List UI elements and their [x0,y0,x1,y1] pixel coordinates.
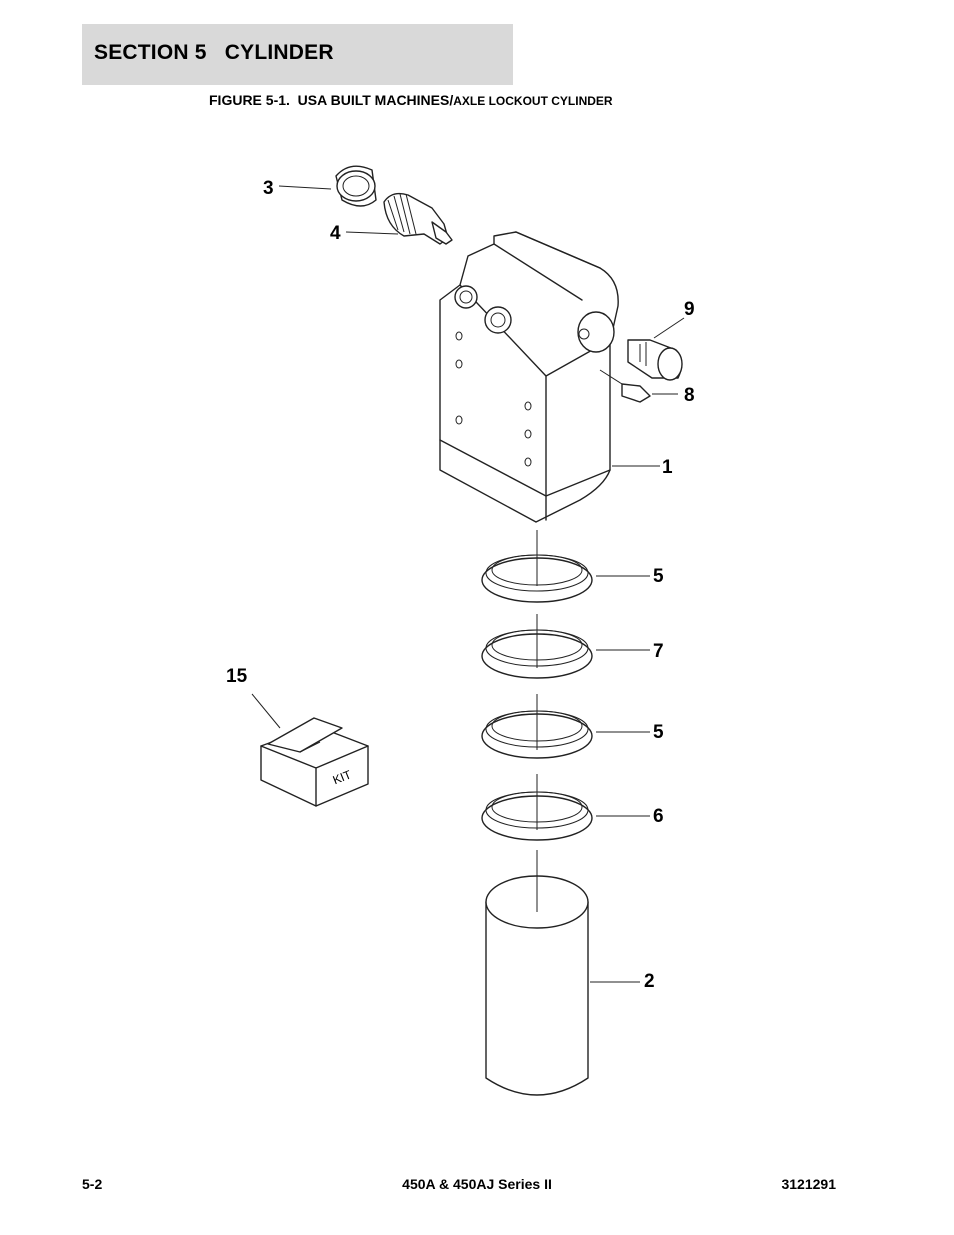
footer-model: 450A & 450AJ Series II [402,1176,552,1192]
callout-2: 2 [644,971,655,992]
part-cap [335,165,377,207]
callout-5-upper: 5 [653,566,664,587]
part-valve-cartridge [627,339,683,381]
callout-8: 8 [684,385,695,406]
figure-caption-tail: AXLE LOCKOUT CYLINDER [453,94,613,108]
figure-caption-main: FIGURE 5-1. USA BUILT MACHINES/ [209,92,454,108]
leader-line-4 [345,231,399,235]
kit-label: KIT [331,767,354,787]
callout-7: 7 [653,641,664,662]
footer-doc-number: 3121291 [781,1176,836,1192]
callout-15: 15 [226,666,248,687]
part-kit-box: KIT [260,717,369,807]
part-fitting [599,369,651,403]
section-header-band [82,24,513,85]
callout-3: 3 [263,178,274,199]
callout-4: 4 [330,223,341,244]
section-title: SECTION 5 CYLINDER [94,41,334,64]
callout-6: 6 [653,806,664,827]
callout-5-lower: 5 [653,722,664,743]
figure-caption: FIGURE 5-1. USA BUILT MACHINES/AXLE LOCK… [209,92,613,108]
part-threaded-plug [383,192,453,245]
leader-line-3 [278,185,332,190]
part-cylinder-body [439,231,619,523]
callout-1: 1 [662,457,673,478]
leader-line-9 [653,317,685,339]
leader-line-15 [251,693,281,729]
callout-9: 9 [684,299,695,320]
footer-page-number: 5-2 [82,1176,103,1192]
